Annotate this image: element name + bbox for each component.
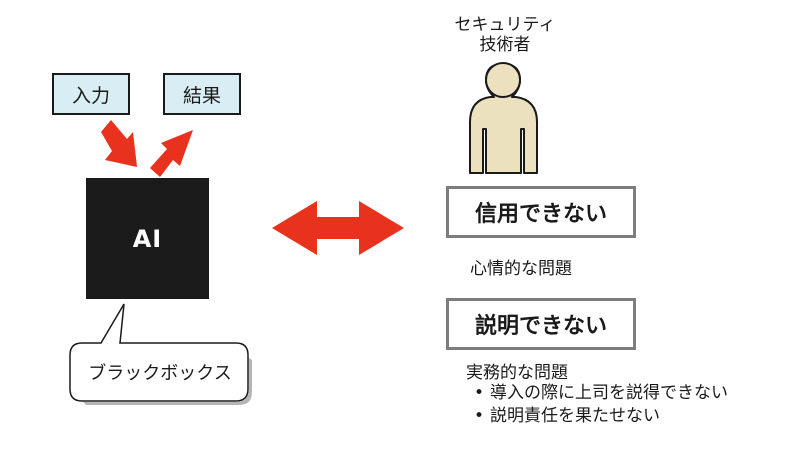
input-box: 入力 bbox=[52, 73, 130, 115]
bullet-text: 説明責任を果たせない bbox=[490, 406, 660, 426]
input-label: 入力 bbox=[71, 84, 110, 107]
ai-blackbox-block: AI bbox=[86, 178, 209, 299]
list-item: •説明責任を果たせない bbox=[474, 405, 728, 428]
input-box-frame bbox=[52, 73, 130, 115]
engineer-label-line2: 技術者 bbox=[479, 35, 531, 55]
engineer-label-line1: セキュリティ bbox=[454, 15, 556, 35]
cannot-explain-box: 説明できない bbox=[446, 298, 636, 350]
ai-label: AI bbox=[132, 224, 163, 253]
result-box: 結果 bbox=[163, 73, 241, 115]
bullet-mark: • bbox=[474, 383, 485, 403]
bullet-text: 導入の際に上司を説得できない bbox=[490, 383, 728, 403]
person-figure-icon bbox=[469, 62, 538, 174]
bullet-mark: • bbox=[474, 406, 485, 426]
practical-problem-note: 実務的な問題 bbox=[466, 363, 568, 383]
cannot-explain-label: 説明できない bbox=[474, 314, 607, 339]
result-box-frame bbox=[163, 73, 241, 115]
result-label: 結果 bbox=[182, 84, 221, 107]
emotional-problem-note: 心情的な問題 bbox=[470, 259, 572, 279]
cannot-trust-box: 信用できない bbox=[446, 186, 636, 238]
blackbox-label: ブラックボックス bbox=[88, 363, 232, 384]
list-item: •導入の際に上司を説得できない bbox=[474, 382, 728, 405]
security-engineer-label: セキュリティ 技術者 bbox=[430, 15, 580, 55]
cannot-trust-label: 信用できない bbox=[474, 202, 607, 227]
ai-to-result-arrow bbox=[150, 130, 193, 177]
input-to-ai-arrow bbox=[101, 120, 137, 167]
double-headed-arrow bbox=[272, 201, 404, 255]
practical-problem-list: •導入の際に上司を説得できない •説明責任を果たせない bbox=[474, 382, 728, 428]
blackbox-callout: ブラックボックス bbox=[72, 352, 248, 392]
blackbox-callout-bubble bbox=[69, 303, 249, 402]
